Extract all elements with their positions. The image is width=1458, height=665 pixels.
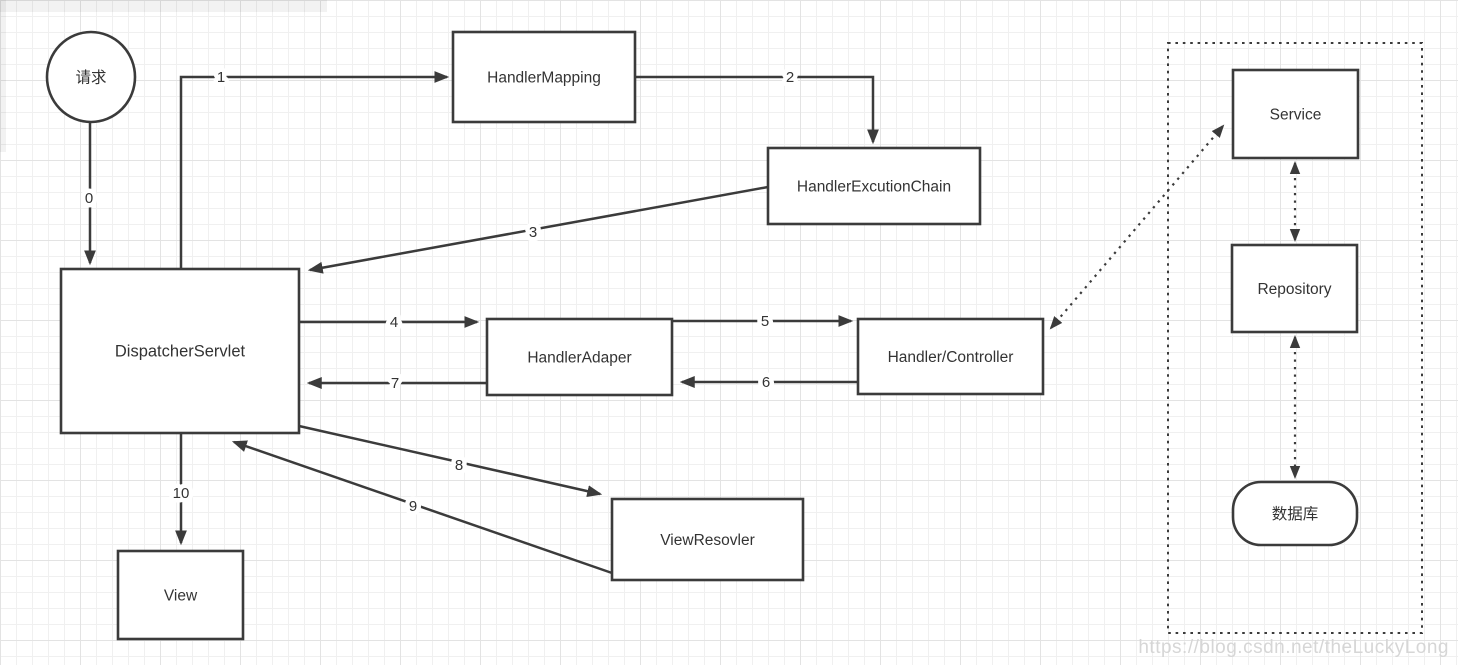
- edge-9-label: 9: [409, 498, 417, 515]
- node-request-shape: [45, 30, 137, 124]
- node-handler-mapping-label: HandlerMapping: [487, 70, 601, 87]
- edge-3-label: 3: [529, 224, 537, 241]
- edge-4-label: 4: [390, 314, 398, 331]
- edge-1-label: 1: [217, 69, 225, 86]
- node-handler-excution-chain-label: HandlerExcutionChain: [797, 179, 951, 196]
- edge-5-label: 5: [761, 313, 769, 330]
- canvas-edge-left: [0, 0, 6, 152]
- edge-0-label: 0: [85, 190, 93, 207]
- node-view-resovler-label: ViewResovler: [660, 532, 754, 549]
- node-dispatcher-servlet: DispatcherServlet: [59, 267, 301, 435]
- node-repository-label: Repository: [1257, 281, 1331, 298]
- edge-controller-service: [1049, 124, 1225, 330]
- node-view-label: View: [164, 588, 198, 605]
- node-handler-controller-shape: [856, 317, 1045, 396]
- edge-2-label: 2: [786, 69, 794, 86]
- node-handler-adaper: HandlerAdaper: [485, 317, 674, 397]
- edge-3: [307, 185, 769, 274]
- node-view-shape: [116, 549, 245, 641]
- edge-8-label: 8: [455, 457, 463, 474]
- node-database-shape: [1231, 480, 1359, 547]
- node-view-resovler-shape: [610, 497, 805, 582]
- edge-2: [635, 75, 879, 145]
- dashed-container-box: [1167, 42, 1423, 634]
- edge-1: [179, 71, 450, 268]
- node-handler-adaper-label: HandlerAdaper: [527, 350, 631, 367]
- node-view-resovler: ViewResovler: [610, 497, 805, 582]
- node-repository-shape: [1230, 243, 1359, 334]
- node-handler-controller: Handler/Controller: [856, 317, 1045, 396]
- node-handler-mapping-shape: [451, 30, 637, 124]
- node-service-label: Service: [1270, 107, 1322, 124]
- node-handler-excution-chain-shape: [766, 146, 982, 226]
- node-request: 请求: [45, 30, 137, 124]
- node-handler-mapping: HandlerMapping: [451, 30, 637, 124]
- node-view: View: [116, 549, 245, 641]
- node-service-shape: [1231, 68, 1360, 160]
- node-handler-adaper-shape: [485, 317, 674, 397]
- node-handler-controller-label: Handler/Controller: [888, 349, 1014, 366]
- edge-10-label: 10: [173, 485, 190, 502]
- node-request-label: 请求: [75, 69, 106, 87]
- node-database-label: 数据库: [1272, 505, 1319, 523]
- canvas-edge-top: [0, 0, 327, 12]
- watermark-text: https://blog.csdn.net/theLuckyLong: [1138, 637, 1449, 658]
- node-dispatcher-servlet-label: DispatcherServlet: [115, 343, 246, 361]
- node-handler-excution-chain: HandlerExcutionChain: [766, 146, 982, 226]
- edge-8: [298, 424, 603, 498]
- edge-9: [231, 440, 613, 575]
- node-dispatcher-servlet-shape: [59, 267, 301, 435]
- edge-6-label: 6: [762, 374, 770, 391]
- node-repository: Repository: [1230, 243, 1359, 334]
- node-service: Service: [1231, 68, 1360, 160]
- node-database: 数据库: [1231, 480, 1359, 547]
- edge-7-label: 7: [391, 375, 399, 392]
